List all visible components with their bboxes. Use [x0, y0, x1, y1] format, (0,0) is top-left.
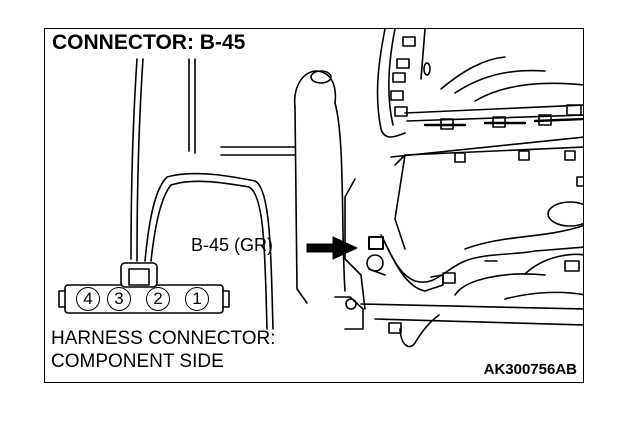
diagram-frame: CONNECTOR: B-45 B-45 (GR) 4 3 2 1 HARNES…	[44, 28, 584, 383]
reservoir-shape	[293, 70, 346, 304]
figure-code: AK300756AB	[483, 361, 577, 378]
connector-pin: 2	[146, 287, 170, 311]
engine-block	[334, 136, 583, 330]
harness-label-line2: COMPONENT SIDE	[51, 351, 224, 372]
connector-pin: 1	[185, 287, 209, 311]
b45-connector-wiring	[366, 234, 583, 348]
callout-label: B-45 (GR)	[191, 235, 274, 255]
connector-title: CONNECTOR: B-45	[52, 31, 246, 54]
background-wiring	[130, 58, 296, 330]
connector-pin: 4	[76, 287, 100, 311]
injector-harness	[376, 29, 583, 187]
connector-pin: 3	[107, 287, 131, 311]
harness-connector-body	[58, 262, 230, 314]
engine-line-art	[58, 29, 583, 348]
harness-label-line1: HARNESS CONNECTOR:	[51, 328, 276, 349]
callout-arrow	[306, 236, 358, 260]
